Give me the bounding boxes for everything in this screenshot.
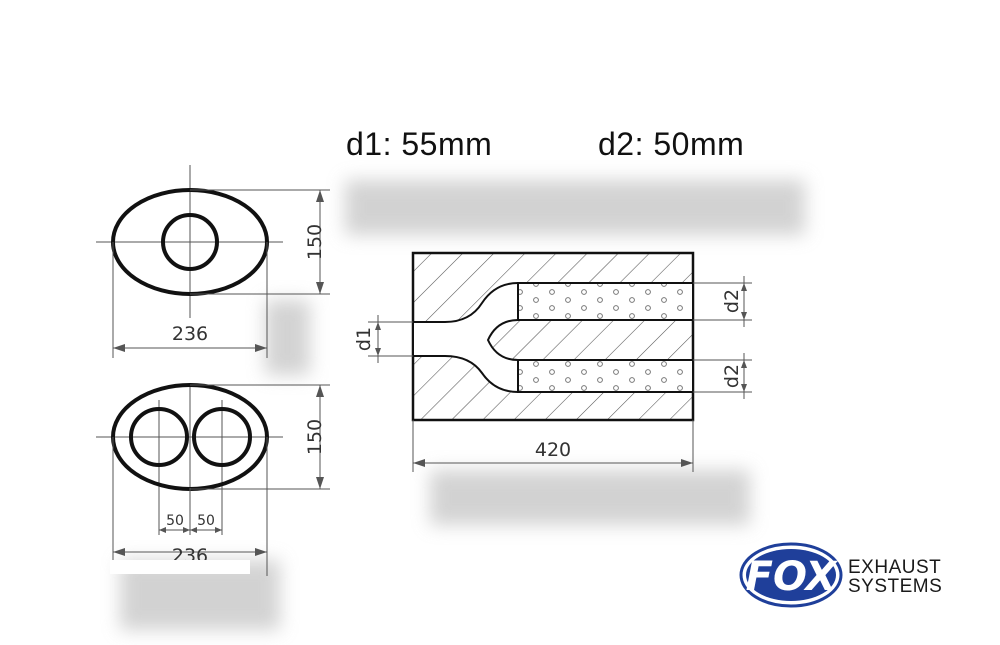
dual-offset-right-label: 50 [197, 513, 215, 529]
crop-mask [110, 560, 250, 574]
d2-bottom-dim-label: d2 [721, 364, 743, 388]
single-height-label: 150 [304, 224, 326, 260]
front-view-single [96, 165, 330, 358]
logo-line2: SYSTEMS [848, 576, 942, 597]
fox-logo: FOX EXHAUST SYSTEMS [739, 542, 942, 608]
drop-shadows [120, 180, 805, 630]
d2-top-dim-label: d2 [721, 289, 743, 313]
single-width-label: 236 [172, 323, 208, 345]
dual-height-label: 150 [304, 419, 326, 455]
length-label: 420 [535, 439, 571, 461]
front-view-dual [96, 383, 330, 576]
outlet-diameter-label: d2: 50mm [598, 126, 745, 162]
dual-offset-left-label: 50 [166, 513, 184, 529]
logo-line1: EXHAUST [848, 557, 941, 578]
logo-mark: FOX [746, 554, 839, 600]
d1-dim-label: d1 [353, 327, 375, 351]
inlet-diameter-label: d1: 55mm [346, 126, 493, 162]
side-section [368, 251, 752, 472]
